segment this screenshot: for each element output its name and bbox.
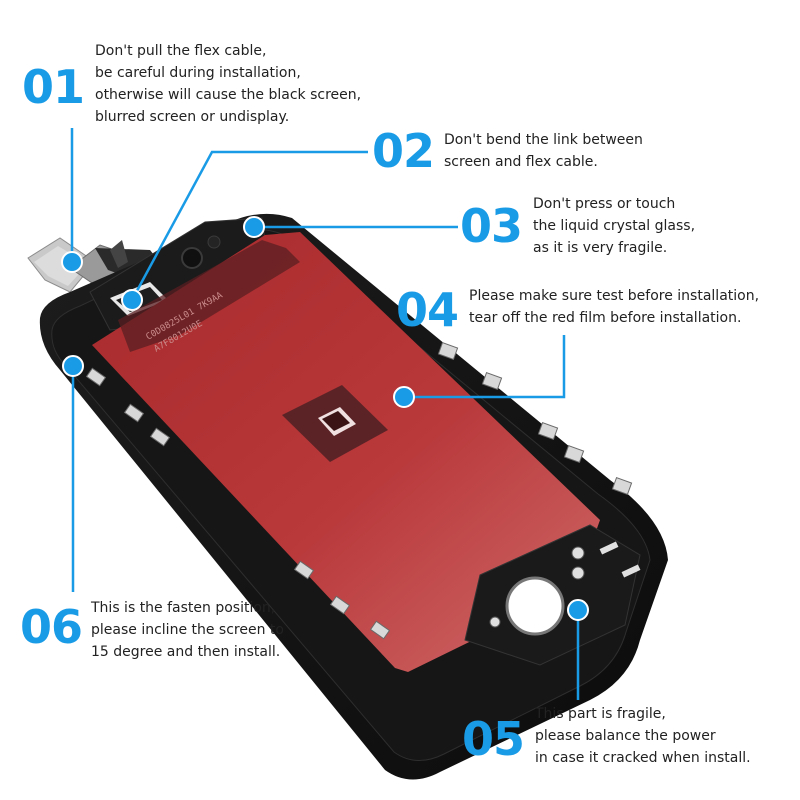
callout-text-05: This part is fragile, please balance the… xyxy=(535,703,751,769)
callout-05-line-3: in case it cracked when install. xyxy=(535,750,751,766)
callout-text-02: Don't bend the link between screen and f… xyxy=(444,129,643,173)
callout-01-line-3: otherwise will cause the black screen, xyxy=(95,87,362,103)
dot-02 xyxy=(121,289,143,311)
callout-03-line-3: as it is very fragile. xyxy=(533,240,668,256)
callout-number-03: 03 xyxy=(460,199,523,253)
home-button-hole-icon xyxy=(464,524,641,666)
callout-text-06: This is the fasten position, please incl… xyxy=(91,597,284,663)
callout-text-03: Don't press or touch the liquid crystal … xyxy=(533,193,695,259)
dot-06 xyxy=(62,355,84,377)
leader-line-04 xyxy=(404,335,566,399)
dot-03 xyxy=(243,216,265,238)
callout-03-line-1: Don't press or touch xyxy=(533,196,676,212)
callout-04-line-2: tear off the red film before installatio… xyxy=(469,310,742,326)
callout-number-01: 01 xyxy=(22,60,85,114)
leader-line-02 xyxy=(130,150,368,301)
callout-06-line-3: 15 degree and then install. xyxy=(91,644,281,660)
callout-01-line-1: Don't pull the flex cable, xyxy=(95,43,267,59)
callout-dots xyxy=(61,216,589,621)
callout-05-line-1: This part is fragile, xyxy=(535,706,666,722)
dot-01 xyxy=(61,251,83,273)
callout-02-line-1: Don't bend the link between xyxy=(444,132,643,148)
callout-number-04: 04 xyxy=(396,283,459,337)
dot-05 xyxy=(567,599,589,621)
film-label-area xyxy=(118,240,300,352)
callout-text-04: Please make sure test before installatio… xyxy=(469,285,759,329)
qr-chip xyxy=(282,385,388,462)
callout-03-line-2: the liquid crystal glass, xyxy=(533,218,696,234)
callout-06-line-2: please incline the screen to xyxy=(91,622,284,638)
callout-01-line-4: blurred screen or undisplay. xyxy=(95,109,290,125)
callout-05-line-2: please balance the power xyxy=(535,728,716,744)
callout-text-01: Don't pull the flex cable, be careful du… xyxy=(95,40,361,128)
callout-04-line-1: Please make sure test before installatio… xyxy=(469,288,760,304)
callout-number-05: 05 xyxy=(462,712,525,766)
callout-number-02: 02 xyxy=(372,124,435,178)
callout-01-line-2: be careful during installation, xyxy=(95,65,301,81)
callout-number-06: 06 xyxy=(20,600,83,654)
leader-lines xyxy=(70,128,580,700)
callout-02-line-2: screen and flex cable. xyxy=(444,154,598,170)
dot-04 xyxy=(393,386,415,408)
mounting-clips-icon xyxy=(85,341,633,640)
callout-06-line-1: This is the fasten position, xyxy=(91,600,276,616)
